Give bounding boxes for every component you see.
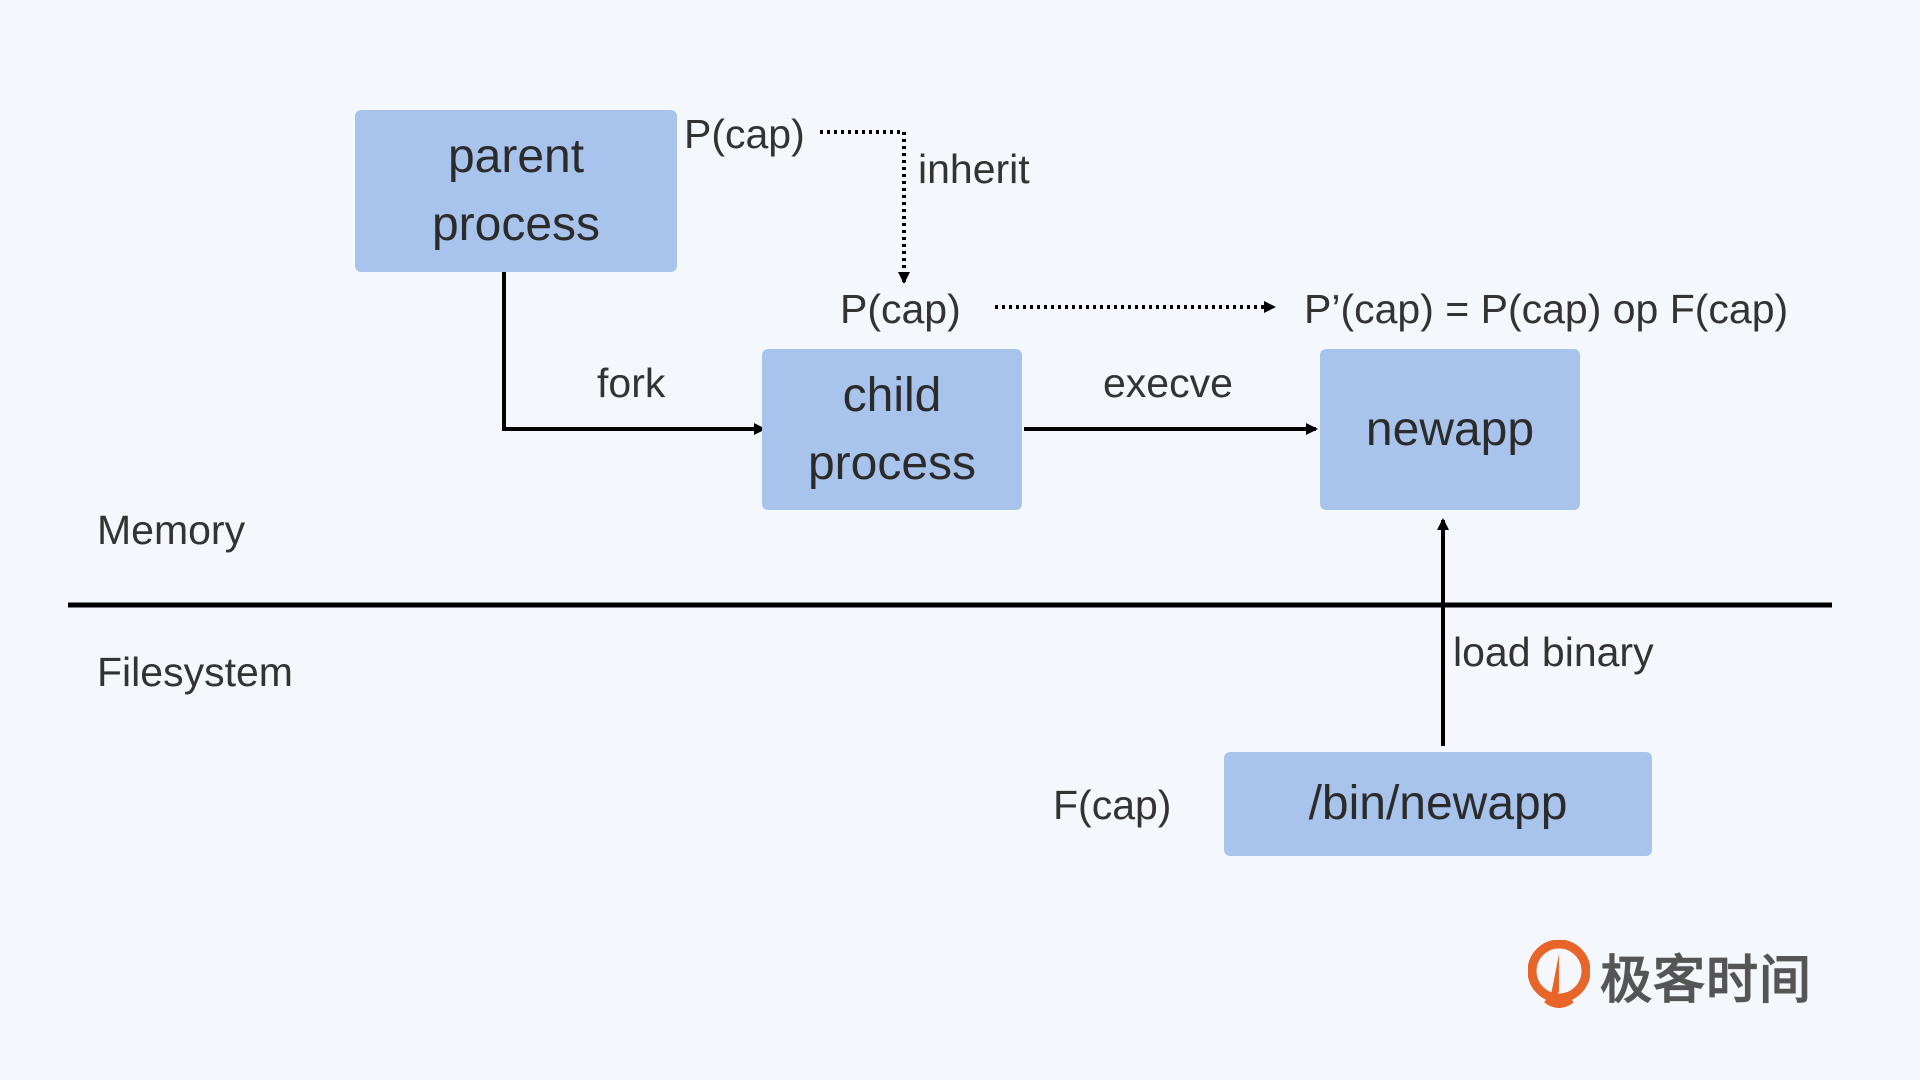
geektime-logo-icon — [1528, 939, 1590, 1008]
child-cap-label: P(cap) — [840, 286, 961, 332]
file-cap-label: F(cap) — [1053, 782, 1172, 828]
result-cap-label: P’(cap) = P(cap) op F(cap) — [1304, 286, 1789, 332]
parent-process-box: parent process — [355, 110, 677, 272]
parent-process-line1: parent — [447, 130, 585, 183]
newapp-label: newapp — [1365, 402, 1535, 456]
child-process-box: child process — [762, 349, 1022, 510]
parent-process-line2: process — [431, 198, 601, 251]
memory-region-label: Memory — [97, 507, 246, 553]
child-process-line2: process — [807, 436, 977, 490]
load-binary-label: load binary — [1453, 629, 1654, 675]
binary-file-label: /bin/newapp — [1308, 777, 1568, 830]
inherit-arrow — [820, 130, 910, 284]
newapp-box: newapp — [1320, 349, 1580, 510]
fork-arrow — [502, 272, 766, 435]
execve-label: execve — [1103, 360, 1233, 406]
fork-label: fork — [597, 360, 666, 406]
brand-logo: 极客时间 — [1528, 938, 1812, 1013]
inherit-label: inherit — [918, 146, 1030, 192]
filesystem-region-label: Filesystem — [97, 649, 293, 695]
brand-name: 极客时间 — [1600, 952, 1813, 1010]
child-process-line1: child — [842, 368, 942, 422]
parent-cap-label: P(cap) — [684, 111, 805, 157]
binary-file-box: /bin/newapp — [1224, 752, 1652, 856]
